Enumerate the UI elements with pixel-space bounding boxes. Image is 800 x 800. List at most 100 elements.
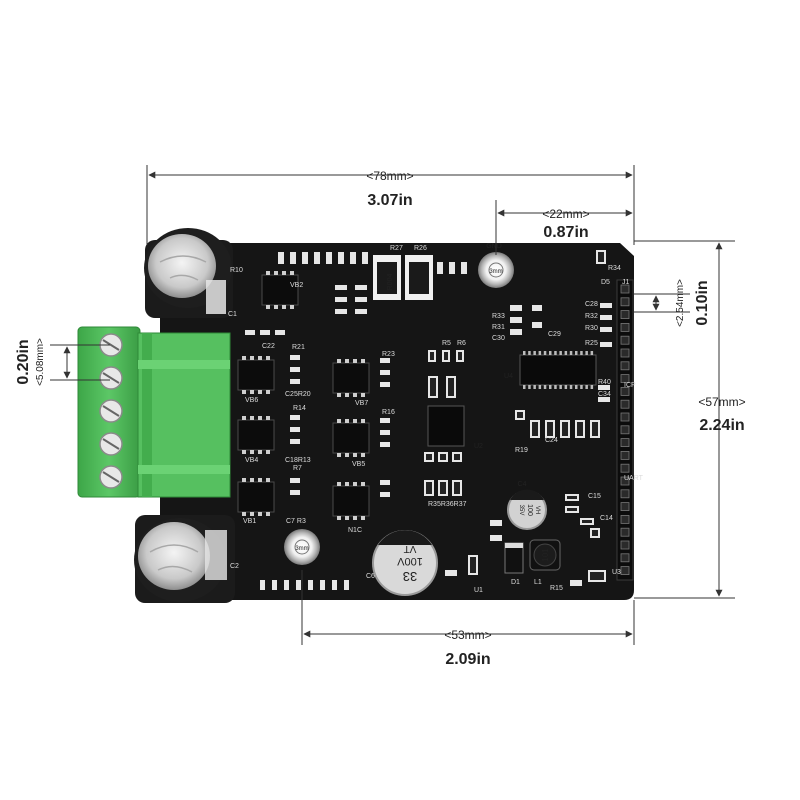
smd-component bbox=[461, 262, 467, 274]
smallcap-series: VH bbox=[534, 506, 540, 514]
board-components: R004 3mm GND 3mm U4 U2 33 100V VT bbox=[228, 243, 644, 596]
silk-label-c28: C28 bbox=[585, 301, 598, 308]
smd-component bbox=[468, 555, 478, 575]
smd-component bbox=[344, 580, 349, 590]
bigcap-series: VT bbox=[404, 543, 417, 554]
chip-pin bbox=[564, 385, 568, 389]
header-pin bbox=[620, 463, 630, 473]
silk-label-r33: R33 bbox=[492, 313, 505, 320]
chip-pin bbox=[575, 385, 578, 389]
capacitor-c1 bbox=[144, 228, 233, 318]
chip-pin bbox=[533, 351, 536, 355]
smd-component bbox=[380, 442, 390, 447]
smd-component bbox=[290, 367, 300, 372]
chip-pin bbox=[528, 351, 531, 355]
smd-component bbox=[590, 420, 600, 438]
hole-label-top: 3mm bbox=[489, 269, 502, 275]
smd-component bbox=[290, 439, 300, 444]
dim-topright-mm: <22mm> bbox=[542, 207, 589, 221]
smd-component bbox=[490, 520, 502, 526]
silk-label-r7: R7 bbox=[293, 465, 302, 472]
header-pin bbox=[620, 438, 630, 448]
dim-terminal-mm: <5.08mm> bbox=[35, 338, 46, 386]
smd-component bbox=[588, 570, 606, 582]
smd-component bbox=[510, 305, 522, 311]
inductor-l1: 101 bbox=[529, 539, 561, 571]
smd-component bbox=[338, 252, 344, 264]
smd-component bbox=[308, 580, 313, 590]
mounting-hole-bottom bbox=[284, 529, 320, 565]
chip-pin bbox=[585, 385, 588, 389]
smd-component bbox=[575, 420, 585, 438]
capacitor-33uf: 33 100V VT bbox=[372, 530, 438, 596]
smd-component bbox=[290, 478, 300, 483]
smd-component bbox=[260, 580, 265, 590]
smd-component bbox=[438, 480, 448, 496]
chip-pin bbox=[559, 385, 562, 389]
dim-hole-mm: <53mm> bbox=[444, 628, 491, 642]
silk-label-r15: R15 bbox=[550, 585, 563, 592]
header-pin bbox=[620, 386, 630, 396]
smd-component bbox=[245, 330, 255, 335]
smd-component bbox=[532, 322, 542, 328]
smd-component bbox=[380, 370, 390, 375]
chip-pin bbox=[580, 385, 583, 389]
smd-component bbox=[355, 285, 367, 290]
smd-component bbox=[290, 379, 300, 384]
smd-component bbox=[275, 330, 285, 335]
capacitor-c2 bbox=[134, 515, 235, 603]
header-pin bbox=[620, 527, 630, 537]
smd-component bbox=[320, 580, 325, 590]
silk-label-vb2: VB2 bbox=[290, 282, 303, 289]
dim-width-in: 3.07in bbox=[367, 192, 412, 209]
chip-pin bbox=[528, 385, 531, 389]
smd-component bbox=[452, 480, 462, 496]
silk-label-c6: C6 bbox=[366, 573, 375, 580]
silk-label-r27: R27 bbox=[390, 245, 403, 252]
header-pin bbox=[620, 322, 630, 332]
silk-label-u3: U3 bbox=[612, 569, 621, 576]
smd-component bbox=[278, 252, 284, 264]
smd-component bbox=[260, 330, 270, 335]
smd-component bbox=[302, 252, 308, 264]
silk-label-c7r3: C7 R3 bbox=[286, 518, 306, 525]
smd-component bbox=[570, 580, 582, 586]
header-pin bbox=[620, 540, 630, 550]
smd-component bbox=[380, 492, 390, 497]
silk-label-c2: C2 bbox=[230, 563, 239, 570]
smd-component bbox=[284, 580, 289, 590]
inductor-marking: 101 bbox=[541, 548, 550, 562]
mosfet bbox=[261, 271, 299, 309]
terminal-screw bbox=[99, 399, 123, 423]
smd-component bbox=[565, 506, 579, 513]
silk-label-c15: C15 bbox=[588, 493, 601, 500]
silk-label-r21: R21 bbox=[292, 344, 305, 351]
header-pin bbox=[620, 348, 630, 358]
dimension-labels: <78mm> 3.07in <22mm> 0.87in <57mm> 2.24i… bbox=[15, 169, 746, 668]
smd-component bbox=[424, 452, 434, 462]
chip-pin bbox=[538, 351, 542, 355]
silk-label-r31: R31 bbox=[492, 324, 505, 331]
smd-component bbox=[380, 480, 390, 485]
smd-component bbox=[335, 297, 347, 302]
chip-pin bbox=[538, 385, 542, 389]
silk-label-vb4: VB4 bbox=[245, 457, 258, 464]
chip-pin bbox=[569, 385, 573, 389]
silk-label-u1: U1 bbox=[474, 587, 483, 594]
silk-label-r23: R23 bbox=[382, 351, 395, 358]
header-pin bbox=[620, 310, 630, 320]
dimension-lines bbox=[50, 165, 735, 645]
dim-height-mm: <57mm> bbox=[698, 395, 745, 409]
smd-component bbox=[355, 297, 367, 302]
hole-label-bottom: 3mm bbox=[295, 546, 308, 552]
silk-label-vb1: VB1 bbox=[243, 518, 256, 525]
smallcap-value: 100 bbox=[526, 504, 533, 516]
smd-component bbox=[565, 494, 579, 501]
smd-component bbox=[332, 580, 337, 590]
terminal-screw bbox=[99, 366, 123, 390]
chip-pin bbox=[543, 385, 547, 389]
dim-topright-in: 0.87in bbox=[543, 224, 588, 241]
smd-component bbox=[600, 342, 612, 347]
header-pin bbox=[620, 502, 630, 512]
chip-pin bbox=[559, 351, 562, 355]
